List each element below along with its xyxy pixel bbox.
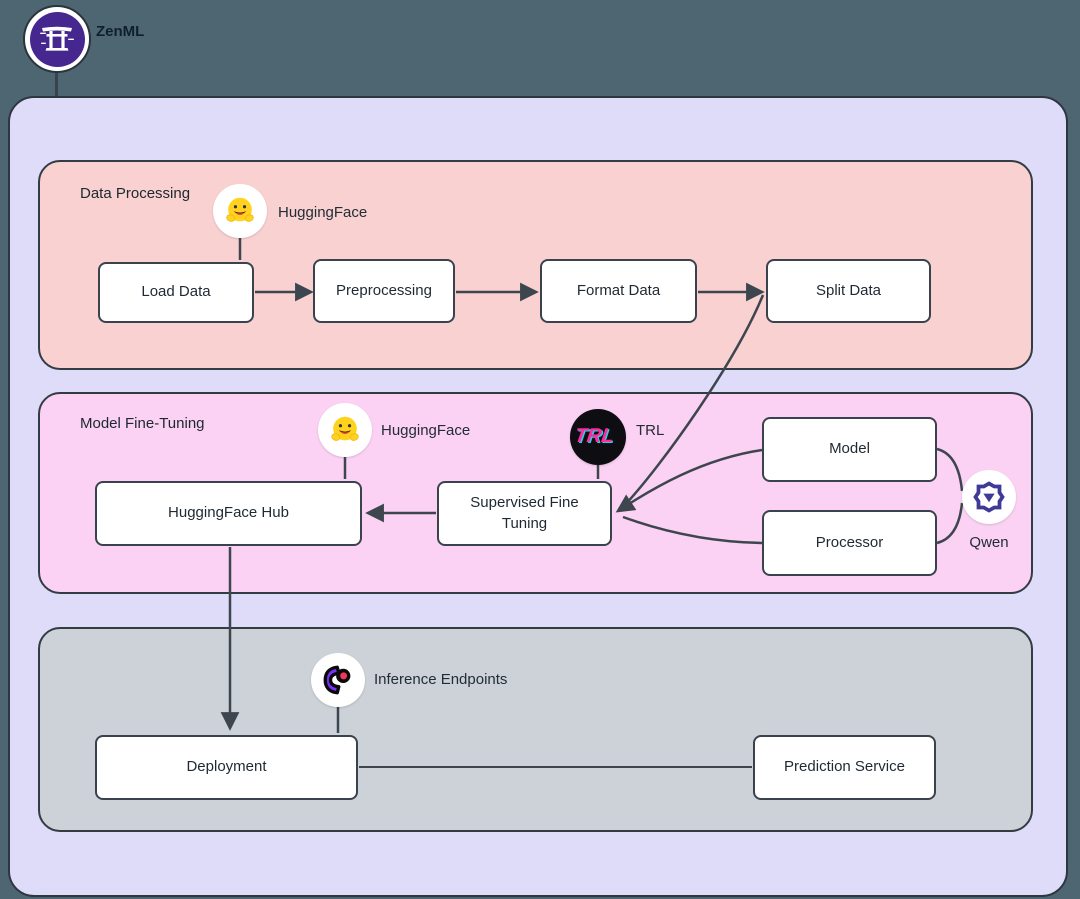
node-load-data: Load Data bbox=[98, 262, 254, 323]
node-model: Model bbox=[762, 417, 937, 482]
section-deployment bbox=[38, 627, 1033, 832]
section-label-data-processing: Data Processing bbox=[80, 185, 191, 202]
zenml-logo bbox=[23, 5, 91, 73]
node-huggingface-hub: HuggingFace Hub bbox=[95, 481, 362, 546]
qwen-icon bbox=[962, 470, 1016, 524]
section-label-model-fine-tuning: Model Fine-Tuning bbox=[80, 415, 205, 432]
trl-icon: TRL TRL bbox=[570, 409, 626, 465]
node-format-data: Format Data bbox=[540, 259, 697, 323]
node-split-data: Split Data bbox=[766, 259, 931, 323]
inference-endpoints-label: Inference Endpoints bbox=[374, 671, 508, 688]
inference-endpoints-icon bbox=[311, 653, 365, 707]
node-supervised-fine-tuning: Supervised Fine Tuning bbox=[437, 481, 612, 546]
node-processor: Processor bbox=[762, 510, 937, 576]
zenml-torii-icon bbox=[29, 11, 85, 67]
node-preprocessing: Preprocessing bbox=[313, 259, 455, 323]
node-prediction-service: Prediction Service bbox=[753, 735, 936, 800]
huggingface-label: HuggingFace bbox=[381, 422, 471, 439]
svg-text:TRL: TRL bbox=[575, 426, 617, 448]
zenml-label: ZenML bbox=[96, 23, 145, 40]
node-deployment: Deployment bbox=[95, 735, 358, 800]
huggingface-icon bbox=[318, 403, 372, 457]
trl-label: TRL bbox=[636, 422, 665, 439]
svg-text:TRL: TRL bbox=[573, 425, 615, 447]
zenml-connector-line bbox=[55, 71, 58, 98]
qwen-label: Qwen bbox=[969, 534, 1009, 551]
huggingface-label: HuggingFace bbox=[278, 204, 368, 221]
huggingface-icon bbox=[213, 184, 267, 238]
